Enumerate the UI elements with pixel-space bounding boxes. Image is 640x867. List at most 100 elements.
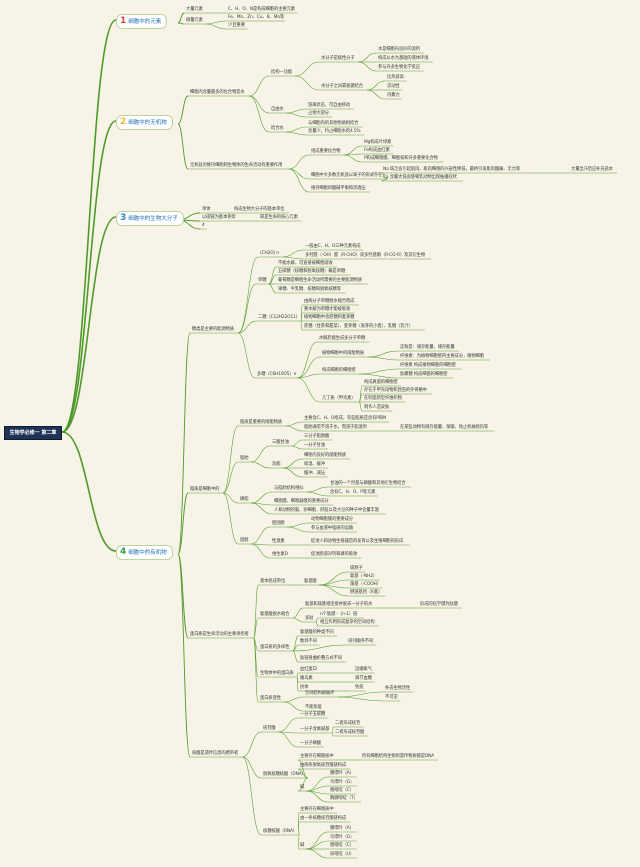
node-s2a1b1[interactable]: 比热容高 — [387, 75, 404, 80]
node-s4c5b[interactable]: 不能恢复 — [305, 705, 322, 710]
node-s4d3[interactable]: 核糖核酸（RNA） — [263, 829, 298, 834]
node-s4c[interactable]: 蛋白质是生命活动的主要承担者 — [190, 632, 249, 637]
node-s1b1[interactable]: Fe、Mn、Zn、Cu、B、Mo等 — [228, 15, 285, 20]
node-s4d2c[interactable]: 碱 — [300, 785, 305, 790]
node-s4c4a1[interactable]: 运输氧气 — [355, 667, 372, 672]
node-s4b1a2[interactable]: 一分子甘油 — [304, 443, 325, 448]
node-s4d3b[interactable]: 由一条核糖核苷酸链构成 — [300, 816, 347, 821]
node-s4a2[interactable]: 二糖（C12H22O11） — [258, 315, 300, 320]
node-s2a[interactable]: 细胞内含量最多的化合物是水 — [190, 90, 245, 95]
node-s4d3a[interactable]: 主要存在细胞质中 — [300, 807, 334, 812]
node-s2b1c[interactable]: P构成细胞膜、细胞核和许多重要化合物 — [364, 156, 438, 161]
node-s4b2a2[interactable]: 含有C、H、O、P等元素 — [330, 490, 376, 495]
node-s4b3a1[interactable]: 动物细胞膜的重要成分 — [311, 517, 353, 522]
node-s4b3c1[interactable]: 促进肠道对钙和磷的吸收 — [311, 552, 358, 557]
node-s2a3[interactable]: 结合水 — [271, 126, 284, 131]
node-s1b2[interactable]: 少且重要 — [228, 23, 245, 28]
node-s4b1b3[interactable]: 缓冲、减压 — [304, 471, 325, 476]
node-s4d1a[interactable]: 一分子五碳糖 — [300, 712, 326, 717]
node-s4a1b[interactable]: 五碳糖（核糖和脱氧核糖）概是单糖 — [278, 269, 346, 274]
node-s4a0b[interactable]: 多羟醛（-OH）醛（R-CHO）或多羟基酮（R-CO-R）及其衍生物 — [305, 253, 426, 258]
node-s4b2a[interactable]: 与脂肪结构相似 — [274, 486, 304, 491]
node-s4b0a[interactable]: 主要含C、H、O组成，有些脂质还含有P和N — [304, 416, 387, 421]
node-s4c3b[interactable]: 数目不同 — [300, 639, 317, 644]
node-s2b2a1[interactable]: 大量出汗后应补充盐水 — [571, 167, 613, 172]
node-s1a[interactable]: 大量元素 — [186, 7, 203, 12]
node-s4d3c1[interactable]: 腺嘌呤（A） — [330, 826, 354, 831]
node-s4b3a[interactable]: 胆固醇 — [272, 521, 285, 526]
node-s4a3d3[interactable]: 在制造新型纤维织物 — [364, 396, 402, 401]
node-s4c1a2[interactable]: 氨基（-NH2） — [350, 574, 378, 579]
node-s4a0a[interactable]: 一般由C、H、O三种元素构成 — [305, 244, 361, 249]
node-s4a3b[interactable]: 植物细胞中的储能物质 — [322, 351, 364, 356]
node-s4b3[interactable]: 固醇 — [240, 538, 249, 543]
node-s4c5a2[interactable]: 不可逆 — [385, 695, 398, 700]
node-s4b3b[interactable]: 性激素 — [272, 539, 285, 544]
node-s4d3c[interactable]: 碱 — [300, 843, 305, 848]
node-s4a2d[interactable]: 蔗糖（甘蔗和甜菜）、麦芽糖（发芽的小麦）、乳糖（乳汁） — [304, 324, 414, 329]
node-s4c2b2[interactable]: 相互作用形成复杂的空间结构 — [320, 620, 375, 625]
node-s4c1a[interactable]: 氨基酸 — [304, 579, 317, 584]
node-s4d2c2[interactable]: 鸟嘌呤（G） — [330, 780, 355, 785]
node-s1b[interactable]: 微量元素 — [186, 18, 203, 23]
node-s4a2c[interactable]: 植物细胞中含蔗糖和麦芽糖 — [304, 315, 355, 320]
node-s4b0b[interactable]: 脂肪通常不溶于水，而溶于脂溶剂 — [304, 425, 367, 430]
node-s4b1b1[interactable]: 细胞内良好的储能物质 — [304, 453, 346, 458]
node-s4b[interactable]: 脂质是细胞中的 — [190, 487, 220, 492]
node-s4b3a2[interactable]: 参与血液中脂质的运输 — [311, 526, 353, 531]
node-s4a3a[interactable]: 水解后能生成多分子单糖 — [319, 336, 366, 341]
node-s4d1c[interactable]: 一分子磷酸 — [300, 741, 321, 746]
node-s4c4b1[interactable]: 调节血糖 — [355, 676, 372, 681]
node-s3a[interactable]: 单体 — [202, 207, 211, 212]
node-s1a1[interactable]: C、H、O、N是构成细胞的主要元素 — [228, 7, 295, 12]
node-s2a2a[interactable]: 游离状态，可自由移动 — [308, 103, 350, 108]
node-s4d1b[interactable]: 一分子含氮碱基 — [300, 727, 330, 732]
node-s2b2b[interactable]: Ca 含量太低会使哺乳动物出现抽搐症状 — [383, 175, 457, 180]
node-s2a2b[interactable]: 占绝大部分 — [308, 111, 329, 116]
node-s4c5[interactable]: 蛋白质变性 — [260, 696, 281, 701]
node-s4a1c[interactable]: 葡萄糖是细胞生命活动所需要的主要能源物质 — [278, 278, 362, 283]
node-s4c3a[interactable]: 氨基酸的种类不同 — [300, 630, 334, 635]
node-s4c1[interactable]: 基本组成单位 — [260, 579, 286, 584]
node-s2a1a2[interactable]: 构成以水为基础的液体环境 — [378, 56, 429, 61]
node-s4c3c[interactable]: 排列顺序不同 — [348, 639, 374, 644]
node-s4d2c4[interactable]: 胸腺嘧啶（T） — [330, 796, 358, 801]
node-s2a1[interactable]: 结构—功能 — [271, 70, 292, 75]
node-s4d2[interactable]: 脱氧核糖核酸（DNA） — [263, 772, 306, 777]
node-s4a3c2[interactable]: 肽聚糖 构成细菌的细胞壁 — [400, 372, 448, 377]
node-s4d3c2[interactable]: 鸟嘌呤（G） — [330, 835, 355, 840]
node-s4b2c[interactable]: 人和动物的脑、卵细胞、肝脏以及大豆的种子中含量丰富 — [274, 508, 379, 513]
node-s4a3d4[interactable]: 制作人造皮肤 — [364, 405, 390, 410]
node-s4c1a4[interactable]: 侧链基团（R基） — [350, 590, 383, 595]
node-s4b2a1[interactable]: 甘油的一个羟基与磷酸和其他衍生物结合 — [330, 481, 406, 486]
node-s4b2[interactable]: 磷脂 — [240, 497, 249, 502]
node-s2a1a3[interactable]: 参与许多生物化学反应 — [378, 65, 420, 70]
node-s4d[interactable]: 核酸是遗传信息的携带者 — [192, 751, 239, 756]
node-s4d2a1[interactable]: 所有细胞结构生物的遗传物质都是DNA — [362, 754, 435, 759]
node-s4d1b2[interactable]: 二者形成核苷酸 — [335, 730, 365, 735]
node-s2a1a1[interactable]: 水是细胞内良好的溶剂 — [378, 47, 420, 52]
node-s4a2b[interactable]: 要水解为单糖才能被吸收 — [304, 307, 351, 312]
node-s4c4a[interactable]: 血红蛋白 — [300, 667, 317, 672]
root-topic[interactable]: 生物学必修一 第二章 — [4, 426, 62, 440]
node-s4d2b[interactable]: 由两条脱氧核苷酸链构成 — [300, 763, 347, 768]
node-s4c5a[interactable]: 空间结构被破坏 — [305, 691, 335, 696]
node-s4c3[interactable]: 蛋白质的多样性 — [260, 645, 290, 650]
node-s2a1b2[interactable]: 流动性 — [387, 84, 400, 89]
node-s4d2c3[interactable]: 胞嘧啶（C） — [330, 788, 354, 793]
node-s4c2b[interactable]: 多肽 — [305, 616, 314, 621]
node-s4b1[interactable]: 脂肪 — [240, 456, 249, 461]
node-s4b3c[interactable]: 维生素D — [272, 552, 288, 557]
node-s4c4c1[interactable]: 免疫 — [355, 685, 364, 690]
node-s4a0[interactable]: (CH2O) n — [260, 251, 279, 256]
node-s4c4c[interactable]: 抗体 — [300, 685, 309, 690]
node-s4a1[interactable]: 单糖 — [258, 278, 267, 283]
node-s4c2[interactable]: 氨基酸脱水缩合 — [260, 612, 290, 617]
node-s4c1a3[interactable]: 羧基（-COOH） — [350, 582, 381, 587]
node-s4a3b1[interactable]: 淀粉是：储存能量、储存能量 — [400, 345, 455, 350]
node-s4c2b1[interactable]: n个肽键 -（n-1）链 — [320, 612, 358, 617]
node-s4c4[interactable]: 生物体中的蛋白质 — [260, 671, 294, 676]
